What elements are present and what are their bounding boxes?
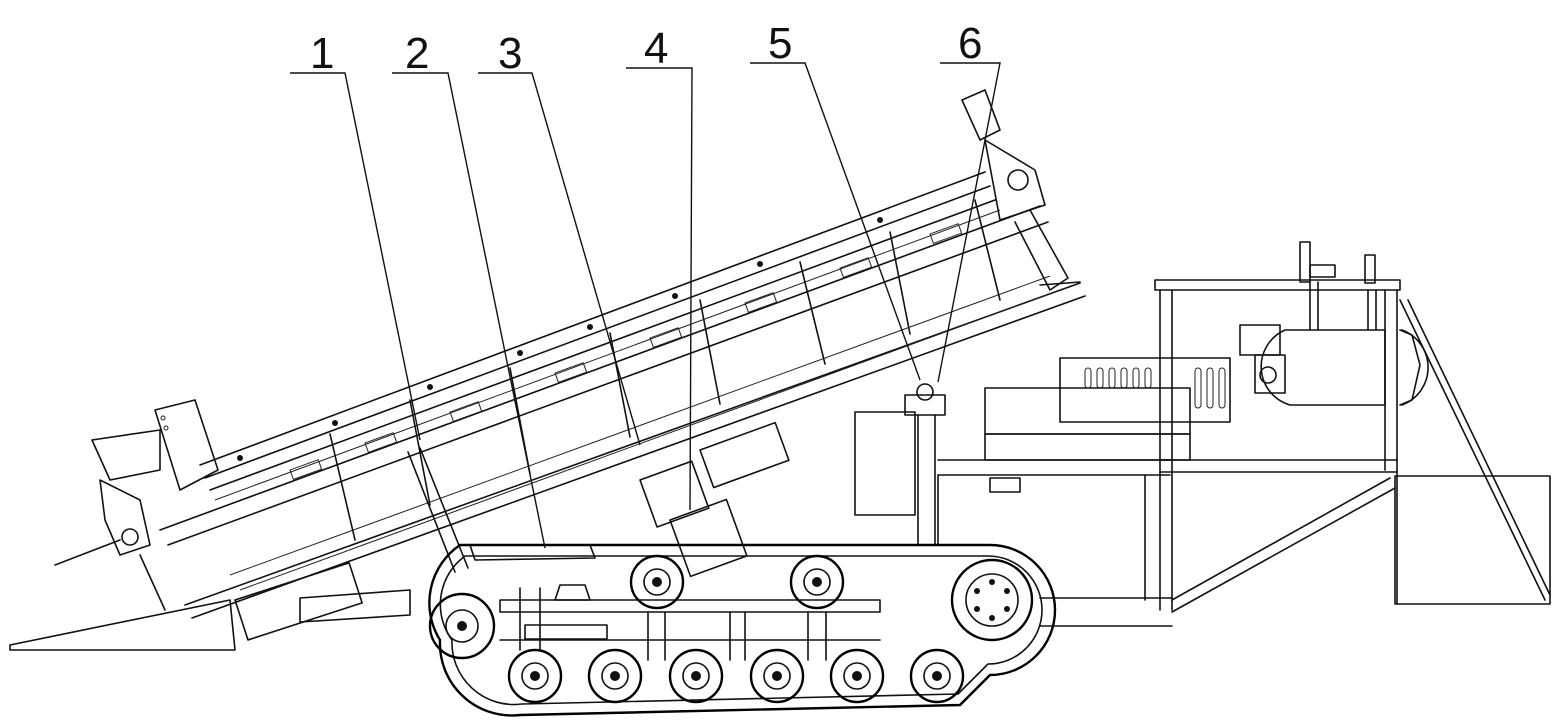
- callout-labels: 1 2 3 4 5 6: [310, 19, 982, 78]
- callout-leaders: [290, 62, 1001, 549]
- inclined-conveyor: [9, 89, 1086, 651]
- drive-motors: [639, 421, 790, 578]
- callout-label-5: 5: [768, 19, 792, 68]
- collection-hopper: [854, 357, 1231, 601]
- callout-label-2: 2: [405, 29, 429, 78]
- rear-frame-structure: [1039, 241, 1551, 627]
- crawler-track: [428, 543, 1057, 717]
- callout-label-6: 6: [958, 19, 982, 68]
- callout-label-1: 1: [310, 29, 334, 78]
- callout-label-3: 3: [498, 29, 522, 78]
- callout-label-4: 4: [644, 24, 668, 73]
